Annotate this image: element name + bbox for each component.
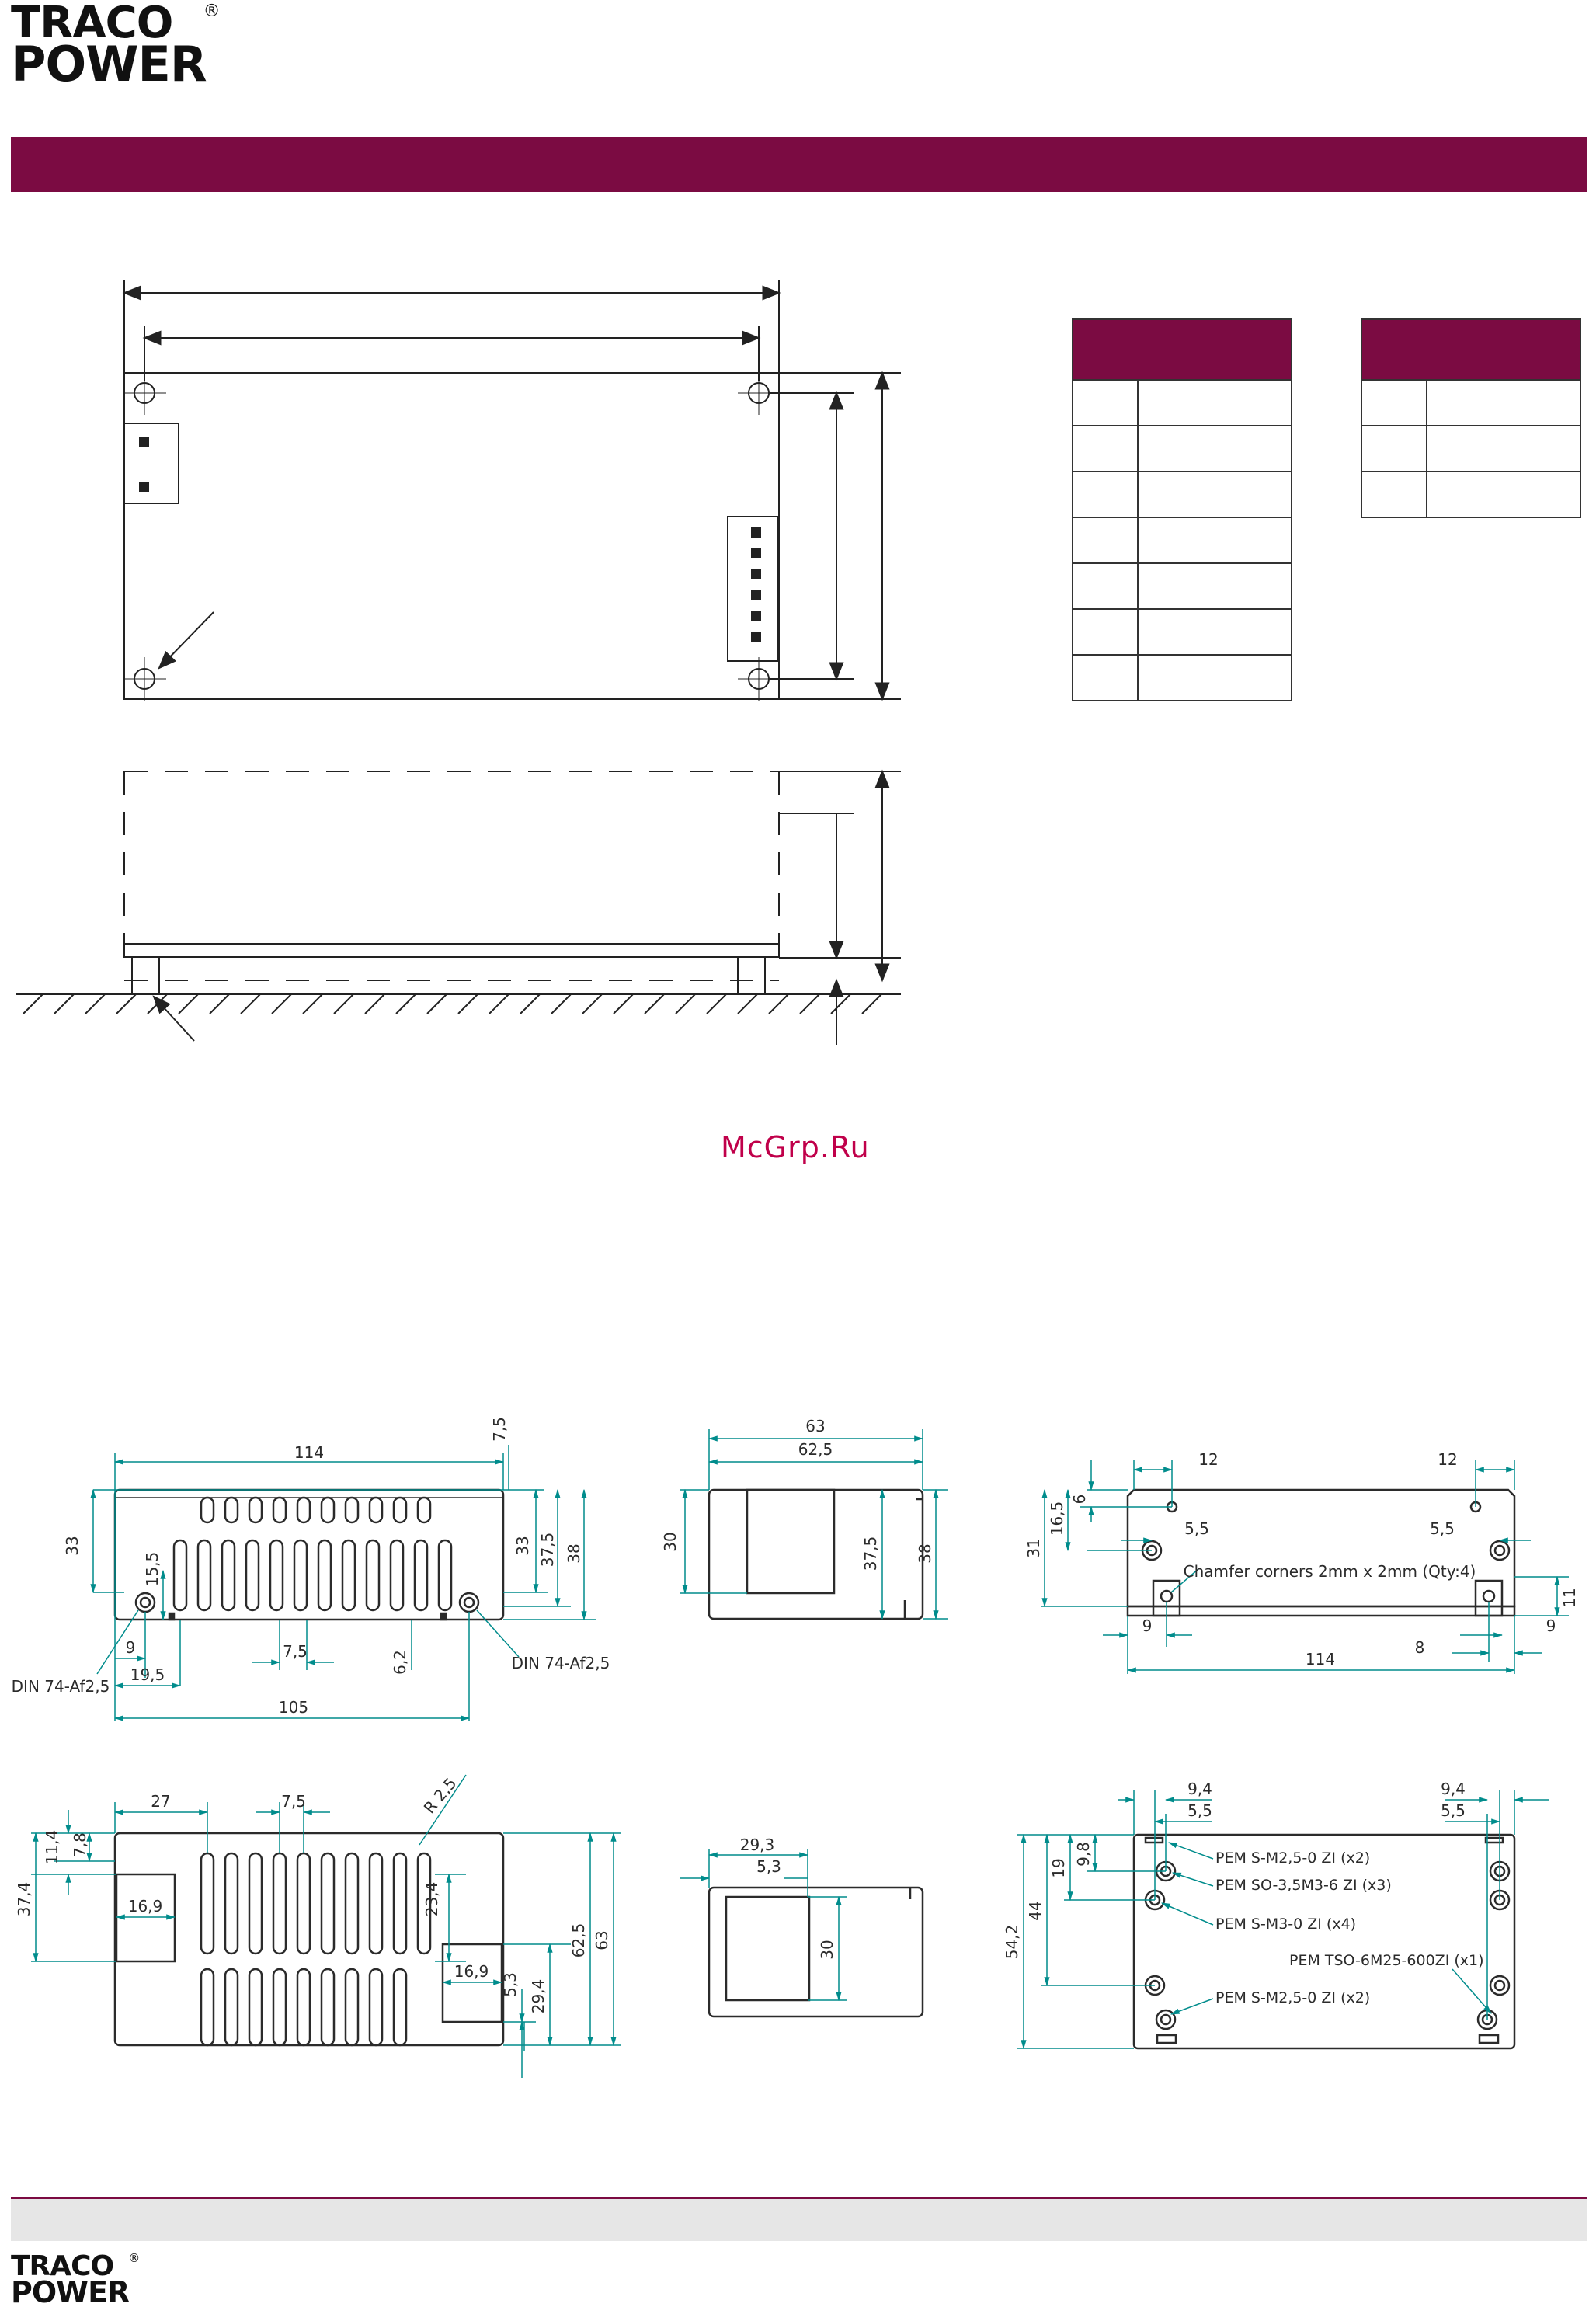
case-front-view: 114 7,5 33 33 37,5 38 15,5 9 19,5 7,5 6,… [12,1417,610,1721]
dim-rear-31: 31 [1024,1538,1043,1557]
pem-label-3: PEM S-M3-0 ZI (x4) [1215,1916,1356,1933]
dim-front-33: 33 [63,1536,82,1555]
pin-table-input [1361,318,1581,518]
dim-side-30: 30 [661,1532,680,1551]
dim-side-625: 62,5 [798,1440,833,1459]
pem-label-4: PEM TSO-6M25-600ZI (x1) [1289,1952,1484,1969]
pem-label-2: PEM SO-3,5M3-6 ZI (x3) [1215,1877,1392,1894]
dim-top-374: 37,4 [15,1882,33,1917]
dim-front-75: 7,5 [283,1642,308,1661]
dim-rear-12a: 12 [1198,1450,1218,1469]
dim-front-375: 37,5 [538,1533,557,1568]
dim-bottom-94b: 9,4 [1441,1780,1466,1798]
dim-rear-9a: 9 [1142,1616,1153,1635]
dim-side-375: 37,5 [861,1536,880,1571]
registered-mark: ® [203,2,221,21]
dim-bottom-98: 9,8 [1074,1842,1093,1867]
dim-top-625: 62,5 [569,1923,588,1958]
dim-front-195: 19,5 [130,1665,165,1684]
dim-top-114: 11,4 [43,1830,61,1865]
dim-front-vent: 15,5 [143,1552,162,1587]
pem-label-5: PEM S-M2,5-0 ZI (x2) [1215,1989,1370,2006]
dim-top-75: 7,5 [281,1792,306,1811]
dim-bottom-19: 19 [1049,1858,1068,1877]
dim-top-r25: R 2,5 [420,1774,461,1817]
logo-line-traco: TRACO [11,2250,114,2282]
pcb-side-view [16,769,901,1045]
traco-power-logo-footer: TRACO POWER ® [11,2250,140,2309]
dim-top-234: 23,4 [422,1882,441,1917]
dim-top-27: 27 [151,1792,170,1811]
case-rear-view: 12 12 6 16,5 31 5,5 5,5 Chamfer corners … [1024,1450,1579,1674]
registered-mark: ® [128,2251,141,2265]
dim-side-63: 63 [805,1417,825,1435]
dim-end-293: 29,3 [740,1836,775,1854]
dim-top-53: 5,3 [501,1972,520,1997]
pcb-top-view [122,280,901,701]
dim-top-78: 7,8 [71,1832,89,1857]
dim-side-38: 38 [916,1543,934,1563]
din-label-right: DIN 74-Af2,5 [512,1654,610,1672]
dim-rear-8: 8 [1415,1638,1425,1657]
dim-front-width: 114 [294,1443,324,1462]
case-bottom-view: 9,4 5,5 9,4 5,5 9,8 19 44 54,2 PEM S-M2,… [1003,1780,1549,2050]
dim-top-294: 29,4 [529,1979,548,2014]
header-band [11,137,1587,192]
pin-table-output [1072,318,1292,701]
dim-bottom-55a: 5,5 [1187,1801,1212,1820]
dim-top-169b: 16,9 [454,1962,489,1981]
dim-bottom-542: 54,2 [1003,1925,1021,1960]
dim-bottom-44: 44 [1026,1901,1045,1920]
dim-rear-9b: 9 [1546,1616,1556,1635]
dim-front-62: 6,2 [391,1650,409,1675]
logo-line-power: POWER [11,2275,130,2309]
dim-bottom-94a: 9,4 [1187,1780,1212,1798]
dim-front-9: 9 [126,1638,136,1657]
watermark: McGrp.Ru [721,1130,870,1164]
din-label-left: DIN 74-Af2,5 [12,1677,110,1696]
case-end-view: 29,3 5,3 30 [680,1836,924,2018]
dim-top-169a: 16,9 [128,1897,163,1916]
chamfer-note: Chamfer corners 2mm x 2mm (Qty:4) [1184,1562,1476,1581]
dim-end-30: 30 [818,1940,836,1959]
dim-rear-114: 114 [1306,1650,1335,1669]
dim-front-38: 38 [565,1543,583,1563]
dim-rear-55b: 5,5 [1430,1519,1455,1538]
traco-power-logo: TRACO POWER ® [11,0,221,92]
dim-end-53: 5,3 [756,1857,781,1876]
dim-bottom-55b: 5,5 [1441,1801,1466,1820]
dim-rear-11: 11 [1560,1588,1579,1607]
dim-rear-55a: 5,5 [1184,1519,1209,1538]
case-side-view: 63 62,5 30 37,5 38 [661,1417,948,1620]
case-top-view: 27 7,5 R 2,5 11,4 7,8 37,4 16,9 23,4 16,… [15,1774,621,2078]
pem-label-1: PEM S-M2,5-0 ZI (x2) [1215,1849,1370,1867]
dim-front-r33: 33 [513,1536,532,1555]
footer-band [11,2197,1587,2241]
dim-rear-12b: 12 [1438,1450,1457,1469]
dim-front-gap: 7,5 [490,1417,509,1442]
dim-rear-6: 6 [1070,1495,1089,1505]
logo-line-traco: TRACO [11,0,173,48]
logo-line-power: POWER [11,36,207,92]
dim-front-105: 105 [279,1698,308,1717]
dim-rear-165: 16,5 [1048,1501,1066,1536]
dim-top-63: 63 [593,1930,611,1950]
